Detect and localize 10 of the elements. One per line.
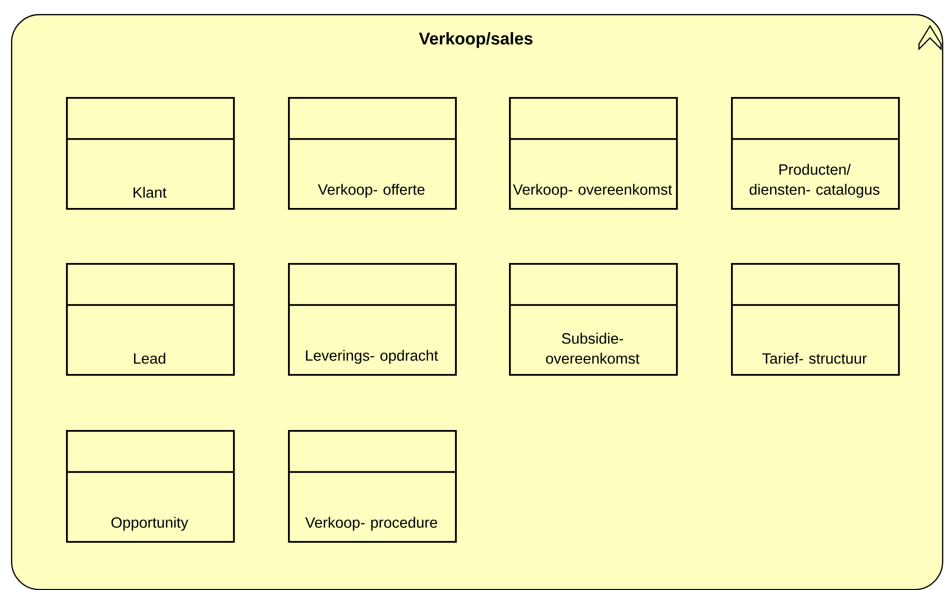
business-object-box: Verkoop- overeenkomst	[509, 97, 678, 210]
business-object-box: Klant	[66, 97, 235, 210]
business-object-box: Opportunity	[66, 430, 235, 543]
business-object-box: Tarief- structuur	[731, 263, 900, 376]
business-object-box: Leverings- opdracht	[288, 263, 457, 376]
business-object-box: Verkoop- procedure	[288, 430, 457, 543]
business-object-box: Producten/ diensten- catalogus	[731, 97, 900, 210]
business-object-box: Verkoop- offerte	[288, 97, 457, 210]
business-object-box: Lead	[66, 263, 235, 376]
business-object-box: Subsidie- overeenkomst	[509, 263, 678, 376]
